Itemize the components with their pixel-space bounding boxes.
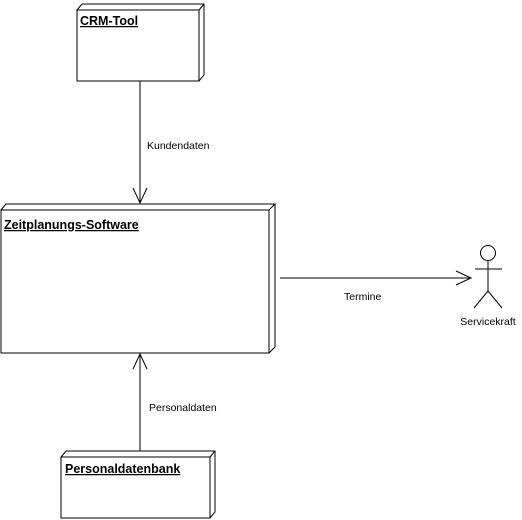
personaldatenbank-node-face [60, 456, 211, 519]
personaldatenbank-title: Personaldatenbank [65, 462, 180, 476]
zeitplanungs-software-title: Zeitplanungs-Software [4, 218, 139, 232]
kundendaten-label: Kundendaten [147, 140, 210, 152]
personaldatenbank-node: Personaldatenbank [60, 450, 216, 519]
termine-label: Termine [344, 291, 382, 303]
personaldaten-edge: Personaldaten [132, 352, 217, 451]
actor-right-leg [487, 290, 503, 309]
zeitplanungs-software-node: Zeitplanungs-Software [0, 203, 276, 354]
personaldaten-arrowhead [132, 352, 148, 370]
termine-arrowhead [455, 270, 473, 286]
actor-left-leg [473, 290, 489, 309]
zeitplanungs-software-node-edge [268, 203, 276, 211]
kundendaten-arrowhead [132, 187, 148, 205]
crm-tool-node: CRM-Tool [76, 3, 205, 82]
actor-head [480, 245, 496, 261]
zeitplanungs-software-node-face [0, 209, 270, 354]
kundendaten-edge: Kundendaten [132, 81, 210, 205]
personaldaten-label: Personaldaten [149, 402, 217, 414]
servicekraft-actor: Servicekraft [460, 245, 516, 328]
crm-tool-title: CRM-Tool [80, 14, 138, 28]
crm-tool-node-face [76, 9, 200, 82]
termine-edge: Termine [280, 270, 473, 303]
personaldatenbank-node-edge [209, 450, 216, 458]
servicekraft-label: Servicekraft [460, 316, 516, 328]
crm-tool-node-edge [198, 3, 205, 11]
